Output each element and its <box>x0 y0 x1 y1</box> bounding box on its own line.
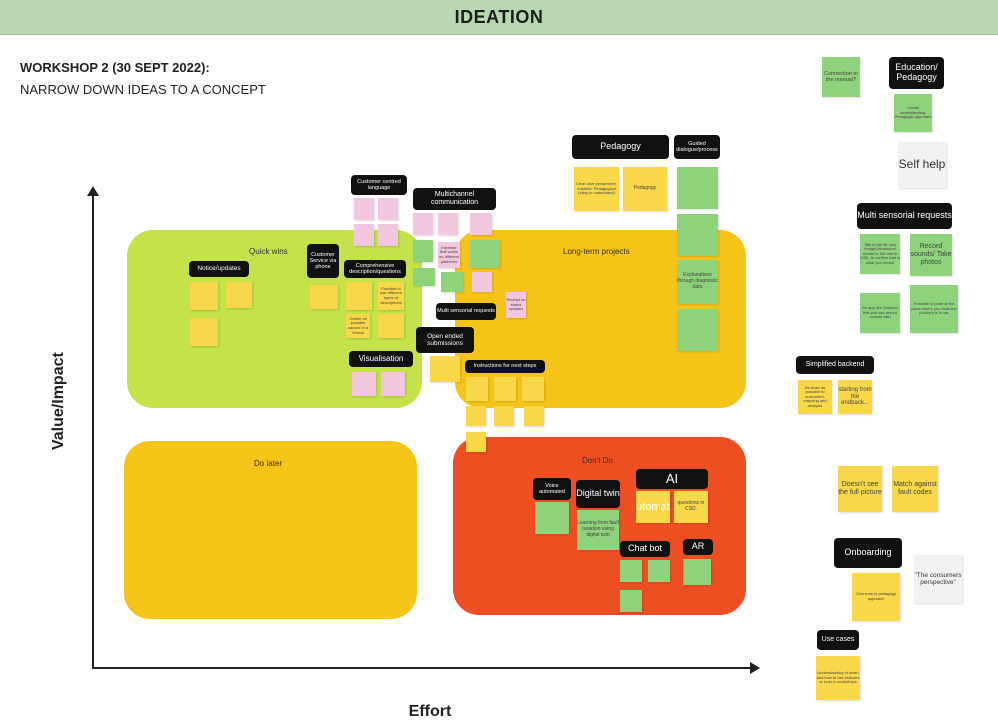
sticky-note-possible: Possible to use different types of descr… <box>378 282 404 310</box>
sticky-note <box>524 406 544 426</box>
sticky-note <box>466 406 486 426</box>
tag-education[interactable]: Education/ Pedagogy <box>889 57 944 89</box>
sticky-note-pedagogy-1: Clear user perspective. Imphies. Pedagog… <box>574 167 619 211</box>
y-axis-label: Value/Impact <box>50 352 67 450</box>
tag-multichannel[interactable]: Multichannel communication <box>413 188 496 210</box>
sticky-note-gather: Gather all possible causes in a format <box>346 314 370 338</box>
quadrant-do-later <box>124 441 417 619</box>
sticky-note-create-ped: Create understanding. Pedagogic approach <box>894 94 932 132</box>
sticky-note <box>413 240 433 262</box>
x-axis-arrow <box>750 662 760 674</box>
workshop-subtitle: NARROW DOWN IDEAS TO A CONCEPT <box>20 82 266 97</box>
sticky-note-connects: Connects to pedagogy approach <box>852 573 900 621</box>
banner-title: IDEATION <box>454 6 544 27</box>
sticky-note <box>466 377 488 401</box>
tag-pedagogy[interactable]: Pedagogy <box>572 135 669 159</box>
sticky-note <box>378 224 398 246</box>
tag-simplified-backend[interactable]: Simplified backend <box>796 356 874 374</box>
tag-customer-centred[interactable]: Customer centred language <box>351 175 407 195</box>
sticky-note <box>620 560 642 582</box>
sticky-note-explanations: Explanations through diagnostic data <box>677 260 718 304</box>
sticky-note <box>683 559 711 585</box>
sticky-note <box>441 272 463 292</box>
sticky-note <box>430 356 460 382</box>
x-axis-line <box>92 667 752 669</box>
tag-multi-sensorial-small[interactable]: Multi sensorial requests <box>436 303 496 320</box>
sticky-note-pedagogy-2: Pedagogy <box>623 167 667 211</box>
tag-comprehensive[interactable]: Comprehensive description/questions <box>344 260 406 278</box>
workshop-title: WORKSHOP 2 (30 SEPT 2022): <box>20 60 210 75</box>
label-do-later: Do later <box>254 459 283 468</box>
sticky-note <box>470 213 492 235</box>
sticky-note <box>190 282 218 310</box>
sticky-note-match: Match against fault codes <box>892 466 938 512</box>
tag-voice-automated[interactable]: Voice automated <box>533 478 571 500</box>
sticky-note <box>378 314 404 338</box>
tag-notice-updates[interactable]: Notice/updates <box>189 261 249 277</box>
tag-customer-service[interactable]: Customer Service via phone <box>307 244 339 278</box>
y-axis-line <box>92 190 94 668</box>
sticky-note <box>438 213 458 235</box>
sticky-note <box>677 214 718 256</box>
sticky-note <box>620 590 642 612</box>
sticky-note <box>346 282 372 310</box>
tag-open-ended[interactable]: Open ended submissions <box>416 327 474 353</box>
sticky-note-automate: automate <box>636 491 670 523</box>
sticky-note-questions: questions in CSD. <box>674 491 708 523</box>
tag-visualisation[interactable]: Visualisation <box>349 351 413 367</box>
sticky-note-possible-point: Possible to point at the place where you… <box>910 285 958 333</box>
tag-multi-sensorial[interactable]: Multi sensorial requests <box>857 203 952 229</box>
ideation-banner: IDEATION <box>0 0 998 35</box>
sticky-note <box>466 432 486 452</box>
tag-digital-twin[interactable]: Digital twin <box>576 480 620 508</box>
sticky-note <box>381 372 405 396</box>
sticky-note-app-like: An app like Shazam that you can record s… <box>860 293 900 333</box>
label-quick-wins: Quick wins <box>249 247 288 256</box>
sticky-note <box>354 224 374 246</box>
sticky-note <box>472 272 492 292</box>
y-axis-arrow <box>87 186 99 196</box>
sticky-note <box>352 372 376 396</box>
sticky-note <box>413 213 433 235</box>
sticky-note <box>522 377 544 401</box>
sticky-note-consumers: "The consumers perspective" <box>914 555 962 603</box>
sticky-note-receipt: Receipt on status updates <box>506 292 526 318</box>
sticky-note-digital-twin: Learning from fault isolation using digi… <box>577 510 619 550</box>
sticky-note <box>470 240 500 268</box>
sticky-note <box>354 198 374 220</box>
sticky-note-starting: starting from the endback... <box>838 380 872 414</box>
sticky-note-as-close: As close as possible to customers, mappi… <box>798 380 832 414</box>
sticky-note-use-cases: Understanding of when and how to use fea… <box>816 656 860 700</box>
sticky-note-connection: Connection to the manual? <box>822 57 860 97</box>
sticky-note-record-sounds: Record sounds/ Take photos <box>910 234 952 276</box>
sticky-note-interface: Interface that works on different platfo… <box>438 242 460 268</box>
label-long-term: Long-term projects <box>563 247 630 256</box>
sticky-note <box>494 406 514 426</box>
sticky-note-doesnt-see: Doesn't see the full picture <box>838 466 882 512</box>
sticky-note <box>535 502 569 534</box>
sticky-note <box>677 167 718 209</box>
tag-ai[interactable]: AI <box>636 469 708 489</box>
sticky-note <box>494 377 516 401</box>
sticky-note <box>413 268 435 286</box>
sticky-note <box>677 309 718 351</box>
sticky-note <box>310 285 338 309</box>
tag-instructions[interactable]: Instructions for next steps <box>465 360 545 373</box>
tag-guided[interactable]: Guided dialogue/process <box>674 135 720 159</box>
sticky-note <box>378 198 398 220</box>
tag-chat-bot[interactable]: Chat bot <box>620 541 670 557</box>
tag-ar[interactable]: AR <box>683 539 713 555</box>
x-axis-label: Effort <box>408 703 452 720</box>
tag-use-cases[interactable]: Use cases <box>817 630 859 650</box>
sticky-note-self-help: Self help <box>898 142 946 188</box>
tag-onboarding[interactable]: Onboarding <box>834 538 902 568</box>
sticky-note <box>190 318 218 346</box>
label-dont-do: Don't Do <box>582 456 613 465</box>
sticky-note-talk: Talk to the lib: see image/Ultrasound si… <box>860 234 900 274</box>
sticky-note <box>226 282 252 308</box>
sticky-note <box>648 560 670 582</box>
